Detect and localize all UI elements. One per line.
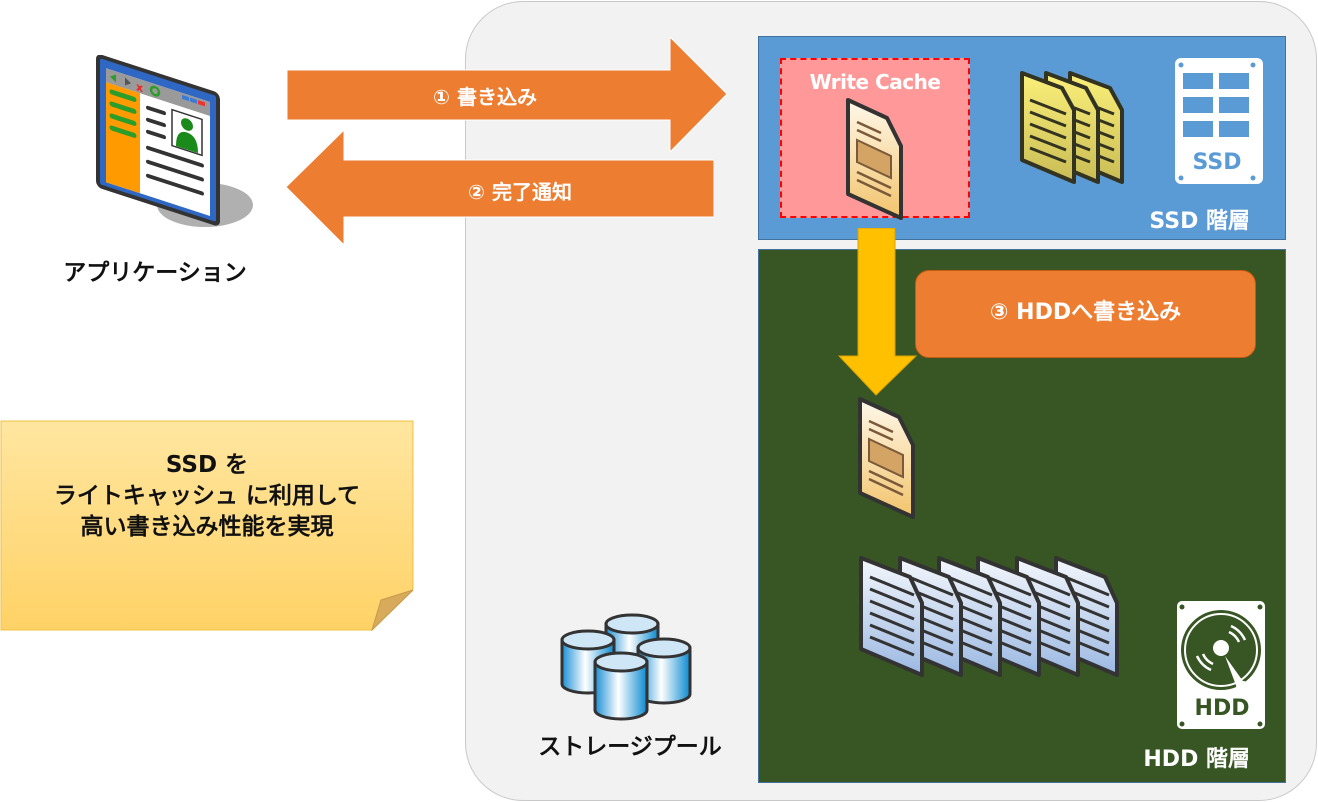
completion-arrow-label: ② 完了通知 — [468, 180, 572, 204]
note-line-1: SSD を — [165, 452, 249, 478]
flush-to-hdd-label-box: ③ HDDへ書き込み — [915, 270, 1256, 358]
sticky-note: SSD を ライトキャッシュ に利用して 高い書き込み性能を実現 — [0, 420, 414, 631]
write-arrow — [286, 35, 728, 154]
ssd-tier-label: SSD 階層 — [1149, 209, 1250, 234]
application-label: アプリケーション — [63, 260, 247, 286]
cached-document-icon — [845, 98, 905, 220]
hdd-files-icon — [858, 555, 1138, 680]
note-line-2: ライトキャッシュ に利用して — [53, 483, 361, 509]
flush-to-hdd-label: ③ HDDへ書き込み — [989, 300, 1182, 325]
write-arrow-label: ① 書き込み — [433, 85, 537, 109]
flush-to-hdd-arrow — [837, 227, 918, 398]
note-line-3: 高い書き込み性能を実現 — [80, 514, 334, 540]
svg-text:x: x — [136, 80, 144, 95]
completion-arrow — [285, 128, 715, 247]
hdd-device-label: HDD — [1194, 696, 1250, 721]
storage-pool-label: ストレージプール — [538, 734, 722, 760]
hdd-device-icon — [1165, 600, 1269, 732]
flushed-document-icon — [857, 397, 917, 519]
hdd-file-icon — [859, 556, 924, 677]
ssd-device-icon — [1165, 57, 1265, 189]
ssd-files-icon — [1018, 70, 1143, 188]
write-cache-label: Write Cache — [809, 70, 941, 94]
hdd-tier-label: HDD 階層 — [1143, 747, 1250, 772]
storage-pool-icon — [558, 612, 698, 722]
ssd-device-label: SSD — [1192, 150, 1242, 175]
application-window-icon: x — [90, 54, 270, 245]
